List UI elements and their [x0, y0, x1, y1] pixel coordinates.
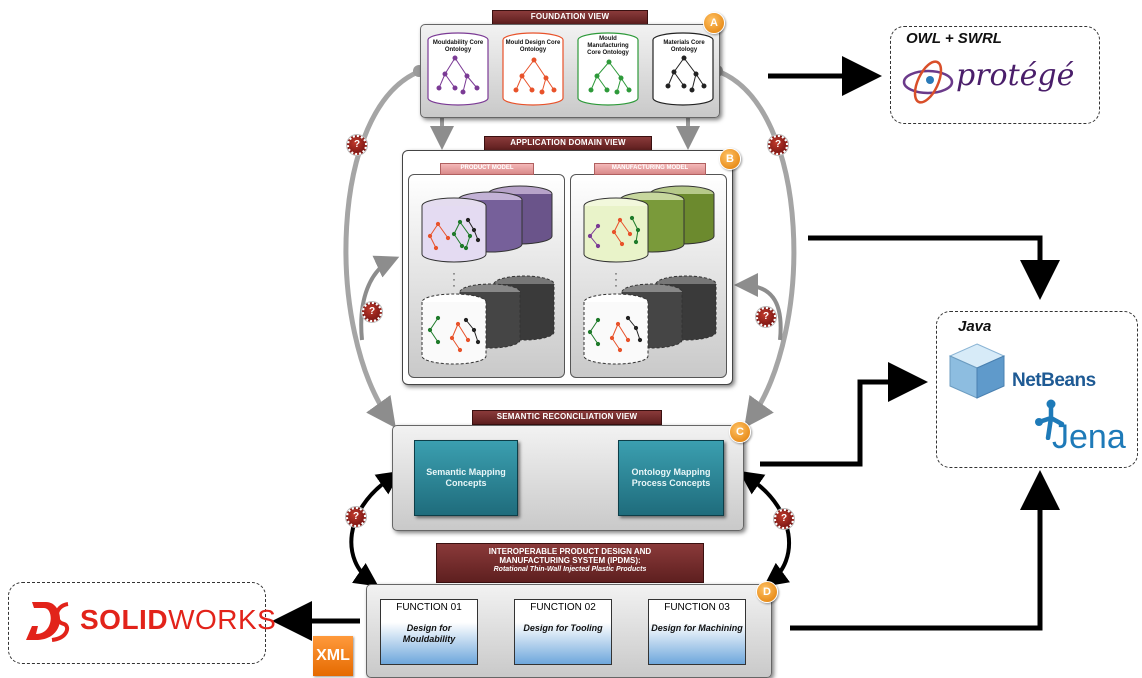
product-ellipsis: ···: [452, 266, 456, 292]
function-02-box: FUNCTION 02 Design for Tooling: [514, 599, 612, 665]
question-icon-1: ?: [346, 134, 368, 156]
protege-toolbox: [890, 26, 1100, 124]
semantic-mapping-concepts-box: Semantic Mapping Concepts: [414, 440, 518, 516]
product-model-label: PRODUCT MODEL: [440, 163, 534, 175]
question-icon-4: ?: [755, 306, 777, 328]
mould-design-ontology-cylinder: [502, 32, 564, 106]
badge-c: C: [729, 421, 751, 443]
manufacturing-cylinder-stack-bottom: [583, 275, 717, 365]
function-01-description: Design for Mouldability: [402, 623, 456, 644]
jena-logo-icon: [1035, 399, 1065, 440]
java-title: Java: [958, 318, 992, 335]
application-cylinders: [421, 185, 717, 365]
function-01-box: FUNCTION 01 Design for Mouldability: [380, 599, 478, 665]
netbeans-cube-icon: [948, 343, 1006, 399]
ontology-label-3: Mould Manufacturing Core Ontology: [587, 36, 629, 56]
function-02-description: Design for Tooling: [523, 623, 603, 633]
jena-logo-text: Jena: [1052, 418, 1126, 456]
ipdms-title-banner: INTEROPERABLE PRODUCT DESIGN AND MANUFAC…: [436, 543, 704, 583]
ontology-label-4: Materials Core Ontology: [663, 40, 705, 53]
badge-a: A: [703, 12, 725, 34]
foundation-view-title: FOUNDATION VIEW: [492, 10, 648, 25]
badge-d: D: [756, 581, 778, 603]
semantic-view-title: SEMANTIC RECONCILIATION VIEW: [472, 410, 662, 425]
function-03-description: Design for Machining: [651, 623, 743, 633]
mouldability-ontology-cylinder: [427, 32, 489, 106]
function-01-label: FUNCTION 01: [396, 602, 462, 613]
ipdms-subtitle: Rotational Thin-Wall Injected Plastic Pr…: [493, 566, 647, 573]
question-icon-3: ?: [361, 301, 383, 323]
manufacturing-model-label: MANUFACTURING MODEL: [594, 163, 706, 175]
solidworks-logo-text: SOLIDWORKS: [80, 604, 276, 636]
manufacturing-ellipsis: ···: [614, 266, 618, 292]
product-cylinder-stack-top: [421, 185, 553, 263]
ipdms-title-line1: INTEROPERABLE PRODUCT DESIGN AND: [488, 547, 652, 556]
arrow-app-to-java: [808, 235, 1060, 300]
question-icon-6: ?: [773, 508, 795, 530]
question-icon-2: ?: [767, 134, 789, 156]
arrow-ipdms-to-java: [790, 470, 1060, 631]
foundation-ontology-cylinders: [427, 32, 714, 106]
xml-badge: XML: [313, 636, 353, 676]
manufacturing-cylinder-stack-top: [583, 185, 715, 263]
mould-manufacturing-ontology-cylinder: [577, 32, 639, 106]
application-view-title: APPLICATION DOMAIN VIEW: [484, 136, 652, 151]
ipdms-title-line2: MANUFACTURING SYSTEM (IPDMS):: [499, 556, 641, 565]
ontology-mapping-process-concepts-box: Ontology Mapping Process Concepts: [618, 440, 724, 516]
badge-b: B: [719, 148, 741, 170]
question-icon-5: ?: [345, 506, 367, 528]
function-02-label: FUNCTION 02: [530, 602, 596, 613]
protege-logo-text: protégé: [956, 58, 1075, 93]
netbeans-logo-text: NetBeans: [1012, 370, 1096, 391]
ontology-label-2: Mould Design Core Ontology: [505, 40, 561, 53]
function-03-label: FUNCTION 03: [664, 602, 730, 613]
product-cylinder-stack-bottom: [421, 275, 555, 365]
owl-swrl-title: OWL + SWRL: [906, 30, 1002, 47]
protege-logo-icon: [902, 60, 954, 104]
materials-ontology-cylinder: [652, 32, 714, 106]
solidworks-suffix: WORKS: [168, 604, 277, 635]
solidworks-prefix: SOLID: [80, 604, 169, 635]
arrow-semantic-to-java: [760, 362, 928, 467]
arc-left-foundation-semantic: [343, 69, 419, 429]
function-03-box: FUNCTION 03 Design for Machining: [648, 599, 746, 665]
ontology-label-1: Mouldability Core Ontology: [432, 40, 484, 53]
arc-right-foundation-semantic: [719, 69, 797, 429]
ds-logo-icon: [26, 602, 70, 642]
